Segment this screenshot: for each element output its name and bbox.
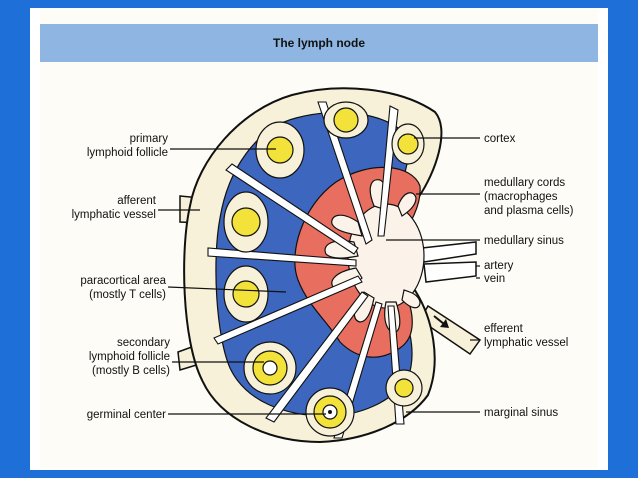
page-frame: The lymph node bbox=[30, 8, 608, 470]
medullary-cords-label-2: (macrophages bbox=[484, 191, 558, 203]
paracortical-label-2: (mostly T cells) bbox=[89, 289, 166, 301]
efferent-arrow-head bbox=[440, 319, 449, 328]
vein-label: vein bbox=[484, 273, 505, 285]
lymph-node-diagram: primary lymphoid follicle afferent lymph… bbox=[72, 87, 574, 444]
cortex-label: cortex bbox=[484, 133, 516, 145]
follicle-1 bbox=[255, 121, 305, 179]
follicle-5 bbox=[223, 265, 269, 323]
secondary-follicle-2 bbox=[305, 387, 355, 437]
secondary-follicles bbox=[243, 341, 355, 437]
diagram-panel: The lymph node bbox=[40, 10, 598, 468]
germinal-center-label: germinal center bbox=[87, 409, 166, 421]
paracortical-label-1: paracortical area bbox=[80, 275, 166, 287]
artery-label: artery bbox=[484, 260, 514, 272]
title-bar: The lymph node bbox=[40, 24, 598, 62]
secondary-follicle-1 bbox=[243, 341, 297, 395]
medullary-cords-label-1: medullary cords bbox=[484, 177, 565, 189]
medullary-sinus-label: medullary sinus bbox=[484, 235, 564, 247]
follicle-3 bbox=[391, 123, 425, 165]
efferent-arrow bbox=[433, 315, 445, 325]
trabeculae bbox=[207, 101, 405, 439]
leader-lines bbox=[158, 137, 480, 415]
afferent-vessel-label-2: lymphatic vessel bbox=[72, 209, 156, 221]
secondary-follicle-label-1: secondary bbox=[117, 337, 170, 349]
vein-vessel bbox=[423, 261, 477, 283]
marginal-sinus-label: marginal sinus bbox=[484, 407, 558, 419]
efferent-vessel-label-1: efferent bbox=[484, 323, 524, 335]
primary-follicles bbox=[223, 101, 425, 407]
medullary-cords-label-3: and plasma cells) bbox=[484, 205, 574, 217]
primary-follicle-label-2: lymphoid follicle bbox=[87, 147, 168, 159]
primary-follicle-label-1: primary bbox=[130, 133, 169, 145]
diagram-title: The lymph node bbox=[272, 36, 365, 50]
follicle-4 bbox=[223, 191, 269, 253]
afferent-vessel-label-1: afferent bbox=[117, 195, 157, 207]
efferent-vessel-label-2: lymphatic vessel bbox=[484, 337, 568, 349]
secondary-follicle-label-3: (mostly B cells) bbox=[92, 365, 170, 377]
follicle-6 bbox=[385, 369, 423, 407]
follicle-2 bbox=[323, 101, 369, 139]
secondary-follicle-label-2: lymphoid follicle bbox=[89, 351, 170, 363]
artery-vessel bbox=[421, 241, 477, 263]
